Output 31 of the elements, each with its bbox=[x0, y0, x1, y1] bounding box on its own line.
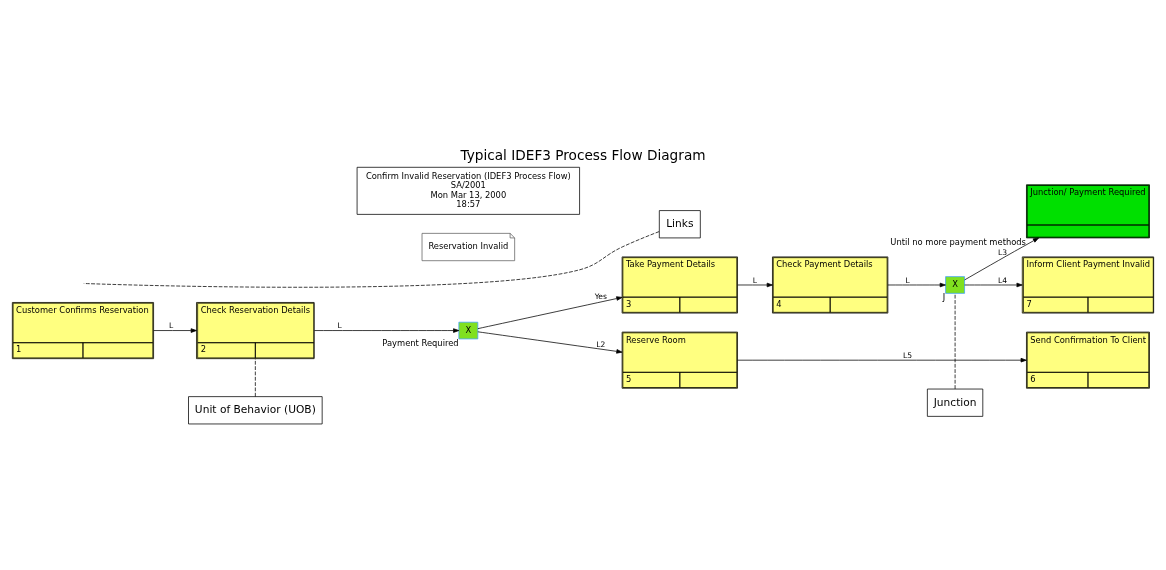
connector bbox=[954, 293, 956, 390]
arrow bbox=[314, 328, 460, 333]
arrow bbox=[964, 282, 1023, 288]
arrow bbox=[737, 357, 1027, 363]
arrow bbox=[887, 282, 946, 288]
node-box: Confirm Invalid Reservation (IDEF3 Process Flow) SA/2001 Mon Mar 13, 2000 18:57 bbox=[356, 166, 580, 215]
arrow bbox=[477, 296, 623, 330]
node-box: X bbox=[458, 321, 479, 340]
edge-label: L2 bbox=[596, 339, 606, 349]
edge-label: Yes bbox=[594, 291, 607, 301]
arrow bbox=[153, 328, 197, 333]
edge-label: L bbox=[752, 275, 758, 285]
node-label: Payment Required bbox=[382, 337, 459, 348]
edge-label: L3 bbox=[998, 247, 1008, 257]
arrow bbox=[477, 331, 623, 354]
connector bbox=[254, 358, 256, 397]
node-box: Junction bbox=[927, 388, 984, 417]
connector bbox=[83, 231, 660, 288]
node-box: X bbox=[945, 276, 965, 294]
diagram-title: Typical IDEF3 Process Flow Diagram bbox=[460, 147, 706, 164]
node-label: J bbox=[942, 292, 946, 303]
edge-label: L4 bbox=[998, 275, 1008, 285]
node-label: Until no more payment methods bbox=[890, 236, 1026, 247]
arrow bbox=[964, 237, 1039, 281]
edge-label: L bbox=[905, 275, 910, 285]
arrow bbox=[737, 282, 773, 288]
edge-label: L bbox=[337, 321, 342, 331]
node-box: Links bbox=[658, 210, 701, 239]
edge-label: L bbox=[168, 321, 174, 331]
edge-label: L5 bbox=[903, 350, 913, 360]
node-box: Unit of Behavior (UOB) bbox=[188, 396, 323, 425]
